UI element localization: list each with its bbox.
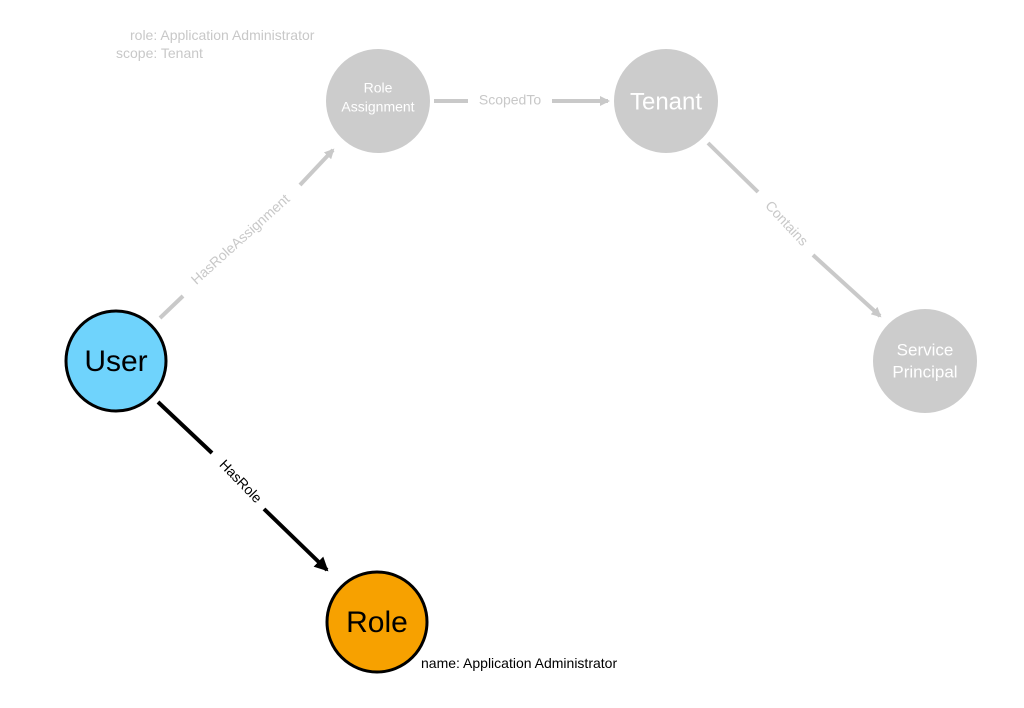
edge-label-has-role-assignment: HasRoleAssignment: [188, 191, 293, 288]
node-service-principal-line1: Service: [897, 340, 954, 359]
node-role-assignment-line2: Assignment: [341, 99, 414, 115]
node-role-assignment[interactable]: Role Assignment: [326, 49, 430, 153]
role-assignment-properties: role: Application Administrator scope: T…: [116, 27, 315, 61]
edge-label-scoped-to: ScopedTo: [479, 92, 541, 108]
node-role[interactable]: Role: [325, 570, 429, 674]
role-assignment-prop-scope: scope: Tenant: [116, 45, 203, 61]
edge-has-role-assignment[interactable]: HasRoleAssignment: [158, 148, 335, 320]
role-assignment-prop-role: role: Application Administrator: [130, 27, 315, 43]
edge-label-contains: Contains: [762, 197, 811, 248]
role-prop-name: name: Application Administrator: [421, 655, 617, 671]
node-tenant-label: Tenant: [630, 88, 702, 115]
node-user[interactable]: User: [64, 309, 168, 413]
node-tenant[interactable]: Tenant: [614, 49, 718, 153]
edge-has-role[interactable]: HasRole: [156, 400, 329, 572]
node-service-principal[interactable]: Service Principal: [873, 309, 977, 413]
node-user-label: User: [84, 345, 147, 378]
edge-contains[interactable]: Contains: [706, 141, 882, 318]
node-role-assignment-line1: Role: [364, 80, 393, 96]
edge-scoped-to[interactable]: ScopedTo: [434, 92, 610, 108]
node-service-principal-line2: Principal: [892, 362, 957, 381]
node-role-label: Role: [346, 606, 408, 639]
edge-label-has-role: HasRole: [217, 456, 266, 506]
